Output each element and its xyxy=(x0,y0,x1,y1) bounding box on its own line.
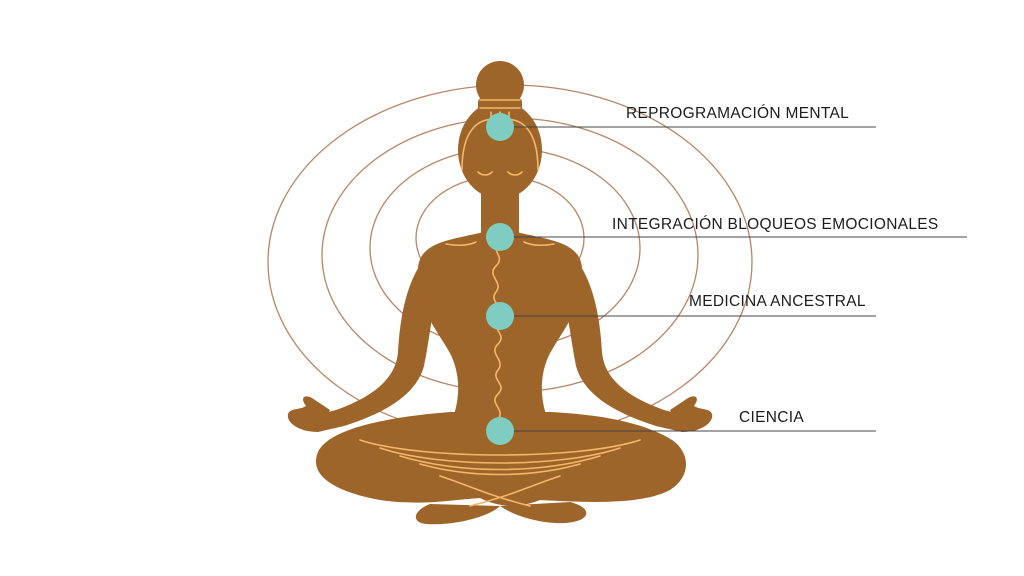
body-details xyxy=(359,99,641,507)
label-integracion-bloqueos-emocionales: INTEGRACIÓN BLOQUEOS EMOCIONALES xyxy=(612,216,939,233)
chakra-dot-1 xyxy=(486,223,514,251)
closed-eye-left xyxy=(477,171,493,176)
bun-band-lines xyxy=(479,99,521,109)
right-foot xyxy=(500,502,587,524)
chakra-dot-3 xyxy=(486,417,514,445)
label-medicina-ancestral: MEDICINA ANCESTRAL xyxy=(689,293,866,310)
energy-spiral xyxy=(492,239,502,421)
collarbone-right xyxy=(523,241,555,247)
chakra-dot-0 xyxy=(486,113,514,141)
crossed-legs xyxy=(315,412,686,506)
left-arm xyxy=(312,258,440,432)
left-foot xyxy=(415,504,500,525)
hair-bun xyxy=(476,61,524,109)
right-arm xyxy=(560,258,688,432)
leader-lines xyxy=(500,126,967,432)
label-ciencia: CIENCIA xyxy=(739,409,804,426)
head xyxy=(458,101,542,199)
chakra-dots xyxy=(486,113,514,445)
collarbone-left xyxy=(445,241,477,247)
left-hand xyxy=(287,396,330,432)
leg-crossing-lines xyxy=(439,475,561,507)
chakra-dot-2 xyxy=(486,302,514,330)
closed-eye-right xyxy=(507,171,523,176)
right-hand xyxy=(670,396,713,432)
lap-lines xyxy=(359,439,641,476)
label-reprogramacion-mental: REPROGRAMACIÓN MENTAL xyxy=(626,105,850,122)
